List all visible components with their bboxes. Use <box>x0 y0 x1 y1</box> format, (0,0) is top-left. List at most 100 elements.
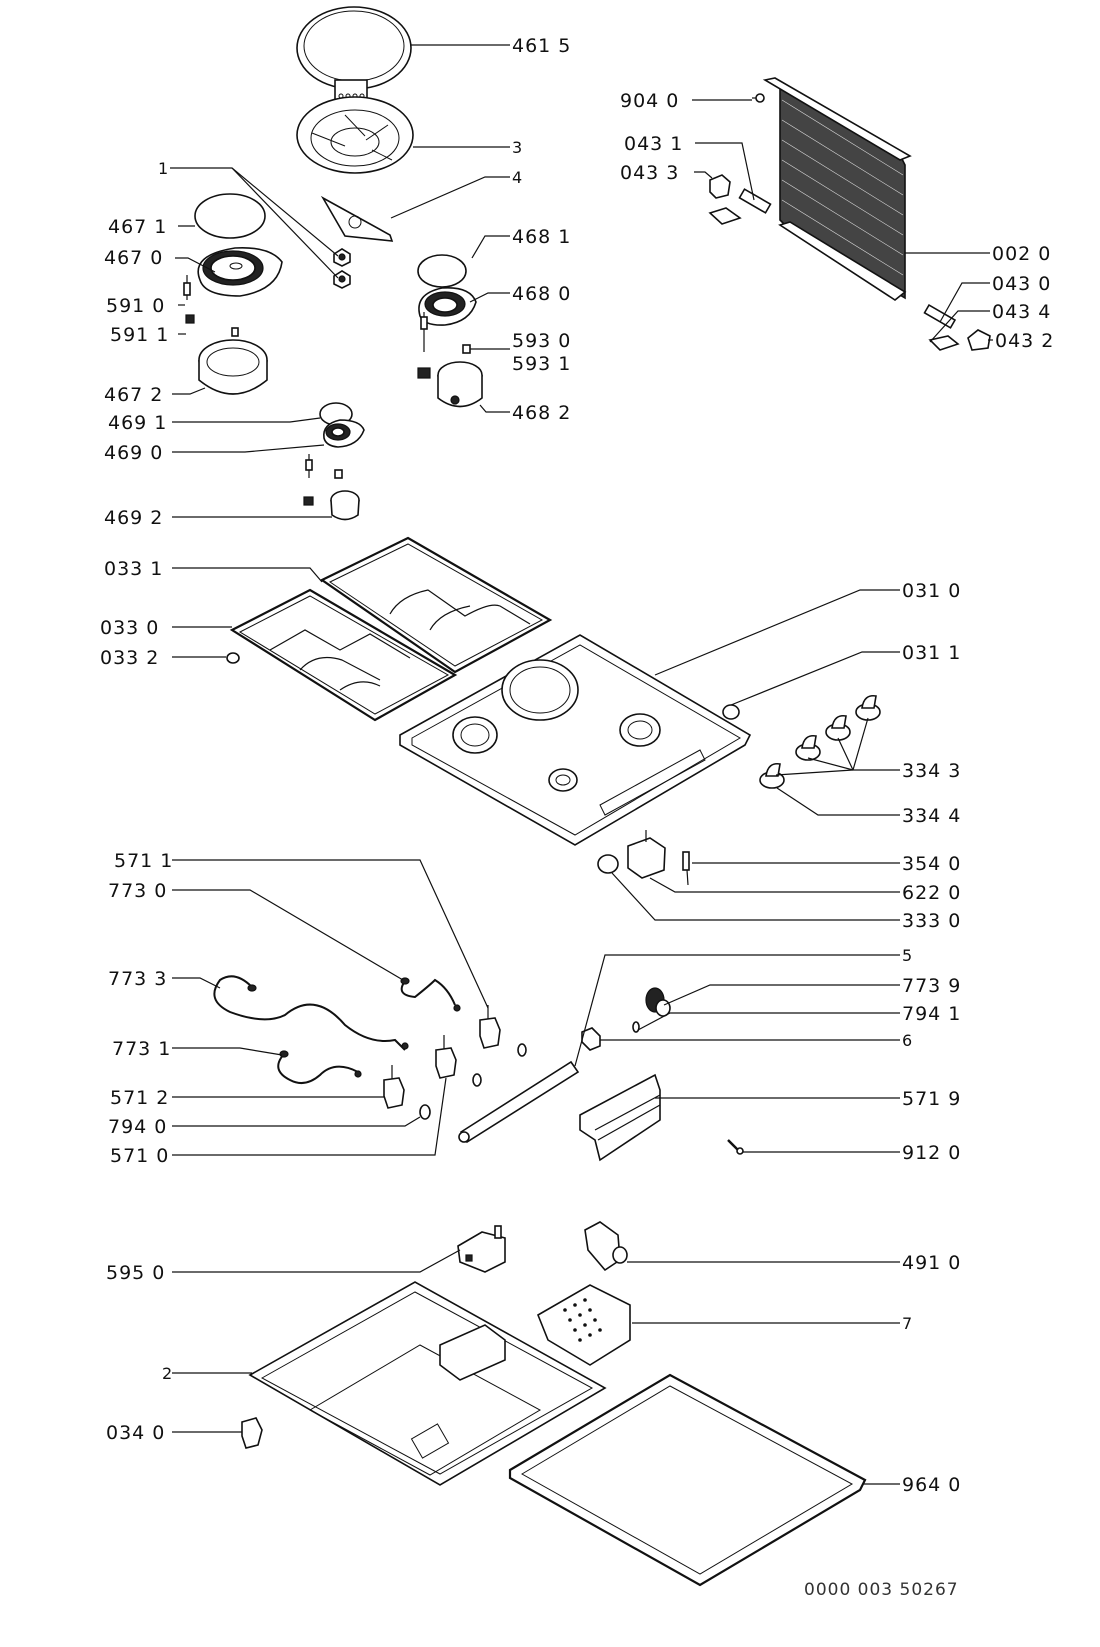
part-screw-904 <box>752 93 765 103</box>
label-469-1: 469 1 <box>108 412 167 434</box>
label-773-1: 773 1 <box>112 1038 171 1060</box>
label-6: 6 <box>902 1031 912 1050</box>
leader-lines <box>170 44 993 1485</box>
part-burner-body-468 <box>437 361 483 408</box>
part-seal-794-1 <box>632 1021 640 1033</box>
part-bracket <box>320 195 394 242</box>
part-electrode-591 <box>183 275 191 300</box>
part-pipe-773-1 <box>277 1053 359 1085</box>
label-5: 5 <box>902 946 912 965</box>
part-hotplate <box>296 6 412 105</box>
label-773-0: 773 0 <box>108 880 167 902</box>
label-571-1: 571 1 <box>114 850 173 872</box>
part-burner-cap-468 <box>417 254 467 288</box>
label-571-9: 571 9 <box>902 1088 961 1110</box>
part-hob-top <box>399 634 752 846</box>
part-connector-773-9 <box>645 987 671 1017</box>
document-code: 0000 003 50267 <box>804 1580 959 1600</box>
part-burner-469 <box>323 419 365 448</box>
part-cover-7 <box>536 1284 631 1366</box>
label-904-0: 904 0 <box>620 90 679 112</box>
part-clip-034 <box>241 1417 263 1449</box>
part-labels: 461 5 3 4 1 467 1 467 0 591 0 591 1 467 … <box>100 35 1054 1600</box>
part-hinge-right <box>923 303 991 351</box>
label-043-2: 043 2 <box>995 330 1054 352</box>
label-794-0: 794 0 <box>108 1116 167 1138</box>
part-burner-cap-467 <box>194 193 266 239</box>
part-igniter-354 <box>682 851 690 886</box>
label-4: 4 <box>512 168 522 187</box>
label-794-1: 794 1 <box>902 1003 961 1025</box>
label-773-3: 773 3 <box>108 968 167 990</box>
label-043-1: 043 1 <box>624 133 683 155</box>
label-031-1: 031 1 <box>902 642 961 664</box>
part-tap-571-1 <box>479 1005 501 1049</box>
label-3: 3 <box>512 138 522 157</box>
label-2: 2 <box>162 1364 172 1383</box>
label-467-1: 467 1 <box>108 216 167 238</box>
part-hinge-left <box>708 174 772 225</box>
part-burner-body-469 <box>330 490 360 521</box>
part-hotplate-ring <box>296 96 414 174</box>
label-571-0: 571 0 <box>110 1145 169 1167</box>
label-469-2: 469 2 <box>104 507 163 529</box>
label-043-4: 043 4 <box>992 301 1051 323</box>
label-591-0: 591 0 <box>106 295 165 317</box>
label-002-0: 002 0 <box>992 243 1051 265</box>
part-nuts <box>333 248 351 289</box>
part-burner-body-467 <box>198 339 268 395</box>
part-base-tray <box>248 1281 607 1486</box>
part-pan-support-front <box>229 588 458 722</box>
part-pan-support-rear <box>319 536 553 674</box>
label-469-0: 469 0 <box>104 442 163 464</box>
label-033-0: 033 0 <box>100 617 159 639</box>
label-333-0: 333 0 <box>902 910 961 932</box>
label-622-0: 622 0 <box>902 882 961 904</box>
label-593-1: 593 1 <box>512 353 571 375</box>
part-igniter-595 <box>457 1225 506 1273</box>
label-468-0: 468 0 <box>512 283 571 305</box>
label-043-0: 043 0 <box>992 273 1051 295</box>
part-burner-467 <box>197 246 283 297</box>
part-glass-lid <box>762 77 912 301</box>
label-468-1: 468 1 <box>512 226 571 248</box>
label-033-1: 033 1 <box>104 558 163 580</box>
label-591-1: 591 1 <box>110 324 169 346</box>
label-354-0: 354 0 <box>902 853 961 875</box>
label-912-0: 912 0 <box>902 1142 961 1164</box>
part-burner-468 <box>418 286 477 326</box>
label-773-9: 773 9 <box>902 975 961 997</box>
part-nozzle-591-1 <box>185 314 195 324</box>
label-034-0: 034 0 <box>106 1422 165 1444</box>
part-knob-333 <box>597 854 619 874</box>
part-gasket-964 <box>508 1373 867 1587</box>
part-foot-033-2 <box>226 652 240 664</box>
part-knobs <box>759 694 881 789</box>
label-467-0: 467 0 <box>104 247 163 269</box>
label-7: 7 <box>902 1314 912 1333</box>
label-043-3: 043 3 <box>620 162 679 184</box>
part-tap-571-2 <box>383 1065 405 1109</box>
label-571-2: 571 2 <box>110 1087 169 1109</box>
part-pipe-773-0 <box>400 978 456 1006</box>
label-461-5: 461 5 <box>512 35 571 57</box>
part-gas-ramp <box>458 1060 580 1144</box>
part-seal-794-0 <box>419 1104 431 1120</box>
part-bracket-571-9 <box>579 1073 661 1162</box>
part-tap-571-0 <box>435 1035 457 1079</box>
part-knob-cap-031-1 <box>722 704 740 720</box>
label-334-4: 334 4 <box>902 805 961 827</box>
label-334-3: 334 3 <box>902 760 961 782</box>
part-screw-912 <box>727 1139 744 1155</box>
label-595-0: 595 0 <box>106 1262 165 1284</box>
label-593-0: 593 0 <box>512 330 571 352</box>
label-033-2: 033 2 <box>100 647 159 669</box>
part-switch-622 <box>627 830 666 879</box>
label-1: 1 <box>158 159 168 178</box>
label-468-2: 468 2 <box>512 402 571 424</box>
label-491-0: 491 0 <box>902 1252 961 1274</box>
label-031-0: 031 0 <box>902 580 961 602</box>
part-pipe-773-3 <box>213 975 406 1051</box>
part-connector-491 <box>584 1221 628 1272</box>
